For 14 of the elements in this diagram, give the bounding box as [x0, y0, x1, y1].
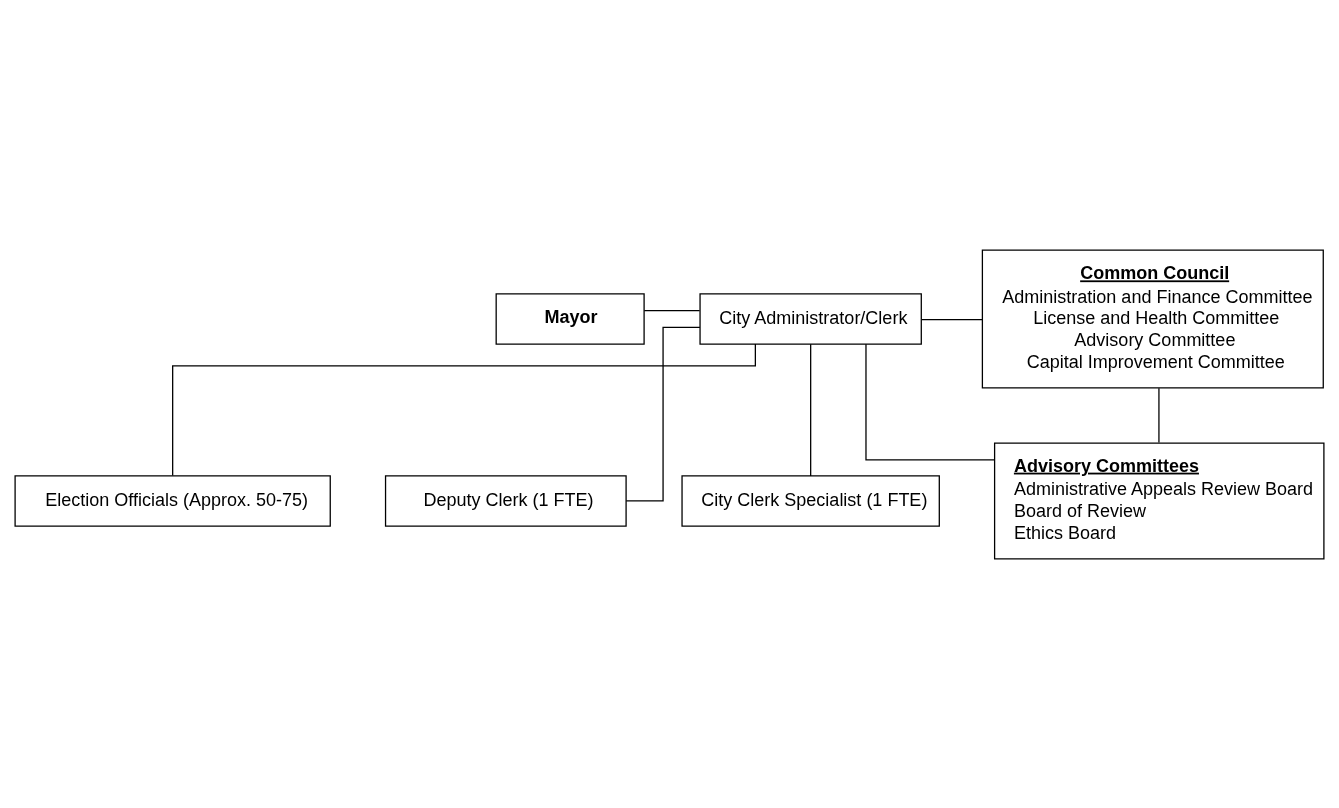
connector — [643, 309, 701, 311]
connector — [625, 326, 701, 502]
connector — [1158, 387, 1160, 443]
node-box: Mayor — [495, 292, 645, 345]
node-box: Advisory Committees Administrative Appeals Review Board Board of Review Ethics Board — [993, 441, 1325, 559]
node-box: City Administrator/Clerk — [699, 292, 922, 345]
node-box: City Clerk Specialist (1 FTE) — [681, 474, 940, 527]
connector — [810, 343, 812, 477]
connector — [172, 342, 756, 476]
connector — [865, 343, 995, 460]
node-box: Common Council Administration and Finance Committee License and Health Committee Advisory Committee Capital Improvement Committee — [981, 249, 1324, 388]
connector — [921, 318, 983, 320]
node-box: Election Officials (Approx. 50-75) — [14, 474, 331, 527]
node-box: Deputy Clerk (1 FTE) — [384, 474, 627, 527]
